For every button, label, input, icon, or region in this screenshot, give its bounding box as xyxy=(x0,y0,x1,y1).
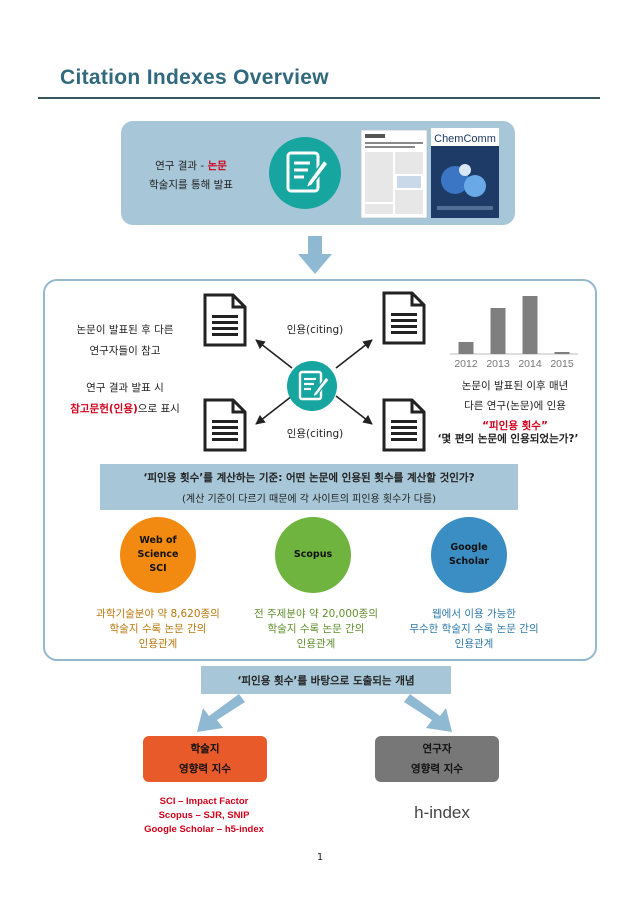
journal-name: ChemComm xyxy=(434,133,496,145)
scopus-desc-l3: 인용관계 xyxy=(296,638,336,650)
chart-tick-label: 2013 xyxy=(486,358,510,370)
h-index-label: h-index xyxy=(414,803,470,822)
gs-desc-l3: 인용관계 xyxy=(454,638,494,650)
wos-description: 과학기술분야 약 8,620종의 학술지 수록 논문 간의 인용관계 xyxy=(78,607,238,652)
journal-article-thumbnail xyxy=(361,130,427,218)
impact-index-list: SCI – Impact Factor Scopus – SJR, SNIP G… xyxy=(118,795,290,837)
citation-count-line1: 논문이 발표된 이후 매년 xyxy=(461,380,569,392)
citation-mark-line1: 연구 결과 발표 시 xyxy=(86,382,164,394)
citation-count-line2: 다른 연구(논문)에 인용 xyxy=(464,400,566,412)
citation-bar-chart: 2012 2013 2014 2015 xyxy=(450,296,578,370)
concept-banner: ‘피인용 횟수’를 바탕으로 도출되는 개념 xyxy=(201,666,451,694)
gs-name-l2: Scholar xyxy=(448,556,490,567)
document-icon xyxy=(203,293,247,347)
wos-name-l2: Science xyxy=(137,549,179,560)
journal-impact-box: 학술지 영향력 지수 xyxy=(143,736,267,782)
criteria-line1: ‘피인용 횟수’를 계산하는 기준: 어떤 논문에 인용된 횟수를 계산할 것인… xyxy=(143,472,475,484)
gs-description: 웹에서 이용 가능한 무수한 학술지 수록 논문 간의 인용관계 xyxy=(388,607,560,652)
reference-line1: 논문이 발표된 후 다른 xyxy=(76,324,174,336)
publication-line1-prefix: 연구 결과 - xyxy=(155,160,208,172)
chart-tick-label: 2014 xyxy=(518,358,542,370)
title-divider xyxy=(38,97,600,99)
impact-list-item: Google Scholar – h5-index xyxy=(144,824,264,835)
gs-name-l1: Google xyxy=(450,542,488,553)
chart-tick-label: 2012 xyxy=(454,358,478,370)
impact-list-item: SCI – Impact Factor xyxy=(159,796,249,807)
publication-text: 연구 결과 - 논문 학술지를 통해 발표 xyxy=(121,157,261,195)
chart-bar-2013 xyxy=(490,308,506,354)
reference-line2: 연구자들이 참고 xyxy=(89,345,161,357)
wos-desc-l3: 인용관계 xyxy=(138,638,178,650)
researcher-impact-l1: 연구자 xyxy=(422,743,452,755)
chart-bar-2014 xyxy=(522,296,538,354)
document-icon xyxy=(382,398,426,452)
citing-label-top: 인용(citing) xyxy=(286,324,344,336)
researcher-impact-box: 연구자 영향력 지수 xyxy=(375,736,499,782)
google-scholar-circle: Google Scholar xyxy=(431,517,507,593)
wos-desc-l2: 학술지 수록 논문 간의 xyxy=(109,623,207,635)
chart-tick-label: 2015 xyxy=(550,358,574,370)
paper-highlight: 논문 xyxy=(207,160,227,172)
journal-impact-l1: 학술지 xyxy=(190,743,220,755)
scopus-desc-l2: 학술지 수록 논문 간의 xyxy=(267,623,365,635)
wos-desc-l1: 과학기술분야 약 8,620종의 xyxy=(96,608,220,620)
journal-cover-thumbnail: ChemComm xyxy=(431,128,499,218)
page-title: Citation Indexes Overview xyxy=(60,66,329,89)
publication-line2: 학술지를 통해 발표 xyxy=(149,179,233,191)
document-icon xyxy=(382,291,426,345)
journal-impact-l2: 영향력 지수 xyxy=(179,763,231,775)
wos-name-l3: SCI xyxy=(149,563,167,574)
citation-mark-suffix: 으로 표시 xyxy=(137,403,180,415)
scopus-desc-l1: 전 주제분야 약 20,000종의 xyxy=(253,608,379,620)
scopus-description: 전 주제분야 약 20,000종의 학술지 수록 논문 간의 인용관계 xyxy=(236,607,396,652)
gs-desc-l1: 웹에서 이용 가능한 xyxy=(432,608,516,620)
gs-desc-l2: 무수한 학술지 수록 논문 간의 xyxy=(409,623,539,635)
wos-name-l1: Web of xyxy=(139,535,177,546)
criteria-line2: (계산 기준이 다르기 때문에 각 사이트의 피인용 횟수가 다름) xyxy=(181,494,437,505)
down-arrow-icon xyxy=(298,236,332,274)
scopus-name: Scopus xyxy=(293,549,333,560)
page-number: 1 xyxy=(316,852,324,863)
chart-bar-2012 xyxy=(458,342,474,354)
paper-writing-icon xyxy=(287,361,337,411)
paper-writing-icon xyxy=(269,137,341,209)
down-left-arrow-icon xyxy=(197,694,245,732)
citation-count-text: 논문이 발표된 이후 매년 다른 연구(논문)에 인용 “피인용 횟수” xyxy=(440,376,590,436)
citing-label-bottom: 인용(citing) xyxy=(286,428,344,440)
citation-count-highlight: “피인용 횟수” xyxy=(482,420,548,432)
scopus-circle: Scopus xyxy=(275,517,351,593)
down-right-arrow-icon xyxy=(404,694,452,732)
reference-text: 논문이 발표된 후 다른 연구자들이 참고 xyxy=(55,320,195,362)
impact-list-item: Scopus – SJR, SNIP xyxy=(158,810,250,821)
web-of-science-circle: Web of Science SCI xyxy=(120,517,196,593)
citing-arrows xyxy=(255,339,373,425)
citation-mark-text: 연구 결과 발표 시 참고문헌(인용)으로 표시 xyxy=(55,378,195,420)
reference-highlight: 참고문헌(인용) xyxy=(70,403,138,415)
chart-bar-2015 xyxy=(554,352,570,354)
citation-question: ‘몇 편의 논문에 인용되었는가?’ xyxy=(437,433,579,445)
criteria-banner: ‘피인용 횟수’를 계산하는 기준: 어떤 논문에 인용된 횟수를 계산할 것인… xyxy=(100,464,518,510)
document-icon xyxy=(203,398,247,452)
researcher-impact-l2: 영향력 지수 xyxy=(411,763,463,775)
